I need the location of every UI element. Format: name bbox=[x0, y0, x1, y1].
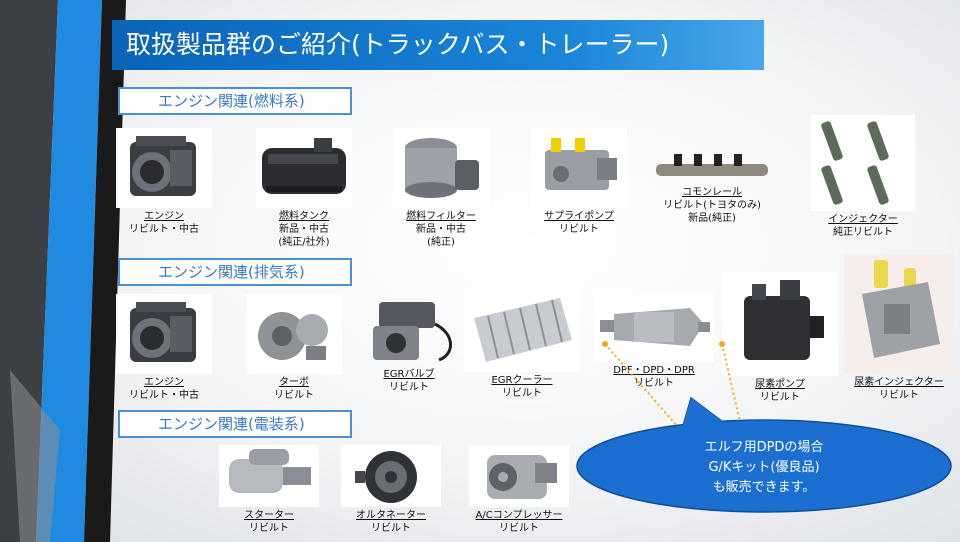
starter-image bbox=[219, 445, 319, 507]
product-supply-pump[interactable]: サプライポンプ リビルト bbox=[524, 128, 634, 236]
turbo-image bbox=[246, 294, 342, 374]
ac-compressor-image bbox=[469, 445, 569, 507]
product-name: エンジン bbox=[144, 377, 184, 388]
urea-injector-image bbox=[844, 254, 954, 374]
product-detail: リビルト bbox=[249, 523, 289, 534]
product-detail: リビルト bbox=[760, 392, 800, 403]
callout-line: エルフ用DPDの場合 bbox=[704, 440, 824, 455]
product-detail: (純正/社外) bbox=[278, 237, 330, 248]
product-alternator[interactable]: オルタネーター リビルト bbox=[336, 445, 446, 535]
decorative-stripes bbox=[0, 0, 126, 542]
product-detail: 新品・中古 bbox=[279, 224, 329, 235]
supply-pump-image bbox=[531, 128, 627, 208]
product-name: 尿素インジェクター bbox=[854, 377, 944, 388]
product-detail: 純正リビルト bbox=[833, 227, 893, 238]
fuel-tank-image bbox=[256, 128, 352, 208]
product-turbo[interactable]: ターボ リビルト bbox=[244, 294, 344, 402]
product-name: DPF・DPD・DPR bbox=[613, 365, 695, 376]
common-rail-image bbox=[652, 152, 772, 184]
product-name: サプライポンプ bbox=[544, 211, 614, 222]
section-fuel: エンジン関連(燃料系) bbox=[118, 87, 352, 115]
product-name: スターター bbox=[244, 510, 294, 521]
product-injector[interactable]: インジェクター 純正リビルト bbox=[806, 115, 920, 239]
injector-image bbox=[811, 115, 915, 211]
product-detail: リビルト(トヨタのみ) bbox=[663, 200, 761, 211]
alternator-image bbox=[341, 445, 441, 507]
product-name: EGRバルブ bbox=[383, 369, 435, 380]
dpf-image bbox=[594, 294, 714, 362]
product-name: ターボ bbox=[279, 377, 309, 388]
product-detail: 新品(純正) bbox=[688, 213, 736, 224]
product-name: A/Cコンプレッサー bbox=[475, 510, 563, 521]
product-dpf[interactable]: DPF・DPD・DPR リビルト bbox=[592, 294, 716, 390]
product-detail: リビルト・中古 bbox=[129, 224, 199, 235]
dpd-callout: エルフ用DPDの場合 G/Kキット(優良品) も販売できます。 bbox=[575, 396, 953, 514]
product-detail: リビルト bbox=[389, 382, 429, 393]
callout-text: エルフ用DPDの場合 G/Kキット(優良品) も販売できます。 bbox=[575, 438, 953, 498]
egr-cooler-image bbox=[464, 288, 580, 372]
product-engine-2[interactable]: エンジン リビルト・中古 bbox=[112, 294, 216, 402]
product-egr-cooler[interactable]: EGRクーラー リビルト bbox=[462, 288, 582, 400]
product-detail: リビルト bbox=[502, 388, 542, 399]
product-starter[interactable]: スターター リビルト bbox=[216, 445, 322, 535]
product-common-rail[interactable]: コモンレール リビルト(トヨタのみ) 新品(純正) bbox=[650, 152, 774, 225]
product-name: 燃料タンク bbox=[279, 211, 329, 222]
urea-pump-image bbox=[722, 272, 838, 376]
product-detail: リビルト bbox=[634, 378, 674, 389]
product-detail: リビルト bbox=[559, 224, 599, 235]
product-name: エンジン bbox=[144, 211, 184, 222]
product-fuel-tank[interactable]: 燃料タンク 新品・中古 (純正/社外) bbox=[252, 128, 356, 249]
product-engine-1[interactable]: エンジン リビルト・中古 bbox=[112, 128, 216, 236]
engine-image bbox=[116, 294, 212, 374]
callout-line: G/Kキット(優良品) bbox=[708, 460, 820, 475]
product-detail: リビルト bbox=[274, 390, 314, 401]
product-name: EGRクーラー bbox=[491, 375, 553, 386]
product-fuel-filter[interactable]: 燃料フィルター 新品・中古 (純正) bbox=[386, 128, 496, 249]
product-name: オルタネーター bbox=[356, 510, 426, 521]
page-title: 取扱製品群のご紹介(トラックバス・トレーラー) bbox=[112, 20, 764, 70]
product-urea-injector[interactable]: 尿素インジェクター リビルト bbox=[842, 254, 956, 402]
section-exhaust: エンジン関連(排気系) bbox=[118, 258, 352, 286]
callout-bubble bbox=[576, 396, 952, 513]
product-detail: リビルト bbox=[371, 523, 411, 534]
product-ac-compressor[interactable]: A/Cコンプレッサー リビルト bbox=[460, 445, 578, 535]
product-name: インジェクター bbox=[828, 214, 898, 225]
product-name: 尿素ポンプ bbox=[755, 379, 805, 390]
fuel-filter-image bbox=[393, 128, 489, 208]
product-detail: リビルト bbox=[499, 523, 539, 534]
egr-valve-image bbox=[359, 294, 459, 366]
callout-line: も販売できます。 bbox=[712, 480, 816, 495]
product-name: コモンレール bbox=[682, 187, 742, 198]
product-detail: リビルト・中古 bbox=[129, 390, 199, 401]
product-name: 燃料フィルター bbox=[406, 211, 476, 222]
product-detail: (純正) bbox=[427, 237, 455, 248]
section-electric: エンジン関連(電装系) bbox=[118, 410, 352, 438]
product-egr-valve[interactable]: EGRバルブ リビルト bbox=[354, 294, 464, 394]
engine-image bbox=[116, 128, 212, 208]
product-detail: 新品・中古 bbox=[416, 224, 466, 235]
product-urea-pump[interactable]: 尿素ポンプ リビルト bbox=[720, 272, 840, 404]
product-detail: リビルト bbox=[879, 390, 919, 401]
